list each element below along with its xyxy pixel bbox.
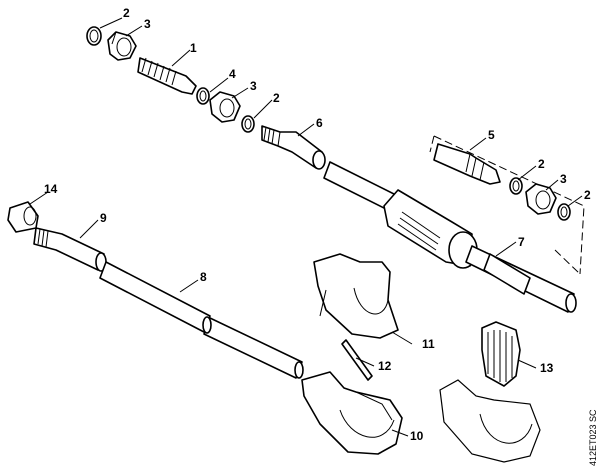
callout-2-right-b: 2	[584, 188, 591, 202]
part-13-clip	[481, 321, 521, 387]
part-3-nut-right	[525, 183, 557, 215]
callout-2-middle: 2	[273, 91, 280, 105]
callout-3-top: 3	[144, 17, 151, 31]
callout-9: 9	[100, 211, 107, 225]
part-2-o-ring-middle	[241, 115, 255, 133]
drawing-code: 412ET023 SC	[588, 409, 598, 466]
callout-7: 7	[518, 235, 525, 249]
part-11-fork	[313, 253, 399, 339]
callout-5: 5	[488, 128, 495, 142]
callout-3-middle: 3	[250, 79, 257, 93]
part-1-nipple	[137, 57, 197, 95]
part-13-ghost-fork	[439, 379, 541, 463]
callout-10: 10	[410, 429, 424, 443]
part-10-fork	[301, 371, 403, 455]
callout-8: 8	[200, 270, 207, 284]
part-14-sleeve	[7, 201, 39, 233]
callout-6: 6	[316, 116, 323, 130]
part-9-shaft-end	[33, 227, 107, 272]
part-3-nut-middle	[209, 91, 241, 123]
callout-12: 12	[378, 359, 392, 373]
callout-2-top: 2	[123, 6, 130, 20]
part-4-washer	[196, 87, 210, 105]
part-2-o-ring-right-b	[557, 203, 571, 221]
part-2-o-ring-right-a	[509, 177, 523, 195]
callout-2-right-a: 2	[538, 157, 545, 171]
part-2-o-ring-top	[86, 26, 102, 46]
callout-11: 11	[422, 337, 435, 351]
callout-3-right: 3	[560, 172, 567, 186]
part-7-tube-assembly	[323, 161, 577, 313]
assembly-bracket	[429, 135, 585, 275]
part-8-tube	[99, 261, 304, 379]
part-5-fitting	[433, 143, 501, 185]
callout-13: 13	[540, 361, 554, 375]
callout-14: 14	[44, 182, 58, 196]
part-3-nut-top	[107, 31, 137, 61]
leader-lines	[29, 17, 583, 437]
part-6-adapter	[261, 125, 326, 170]
part-12-pin	[341, 339, 373, 381]
callout-4: 4	[229, 67, 236, 81]
callout-1: 1	[190, 41, 197, 55]
